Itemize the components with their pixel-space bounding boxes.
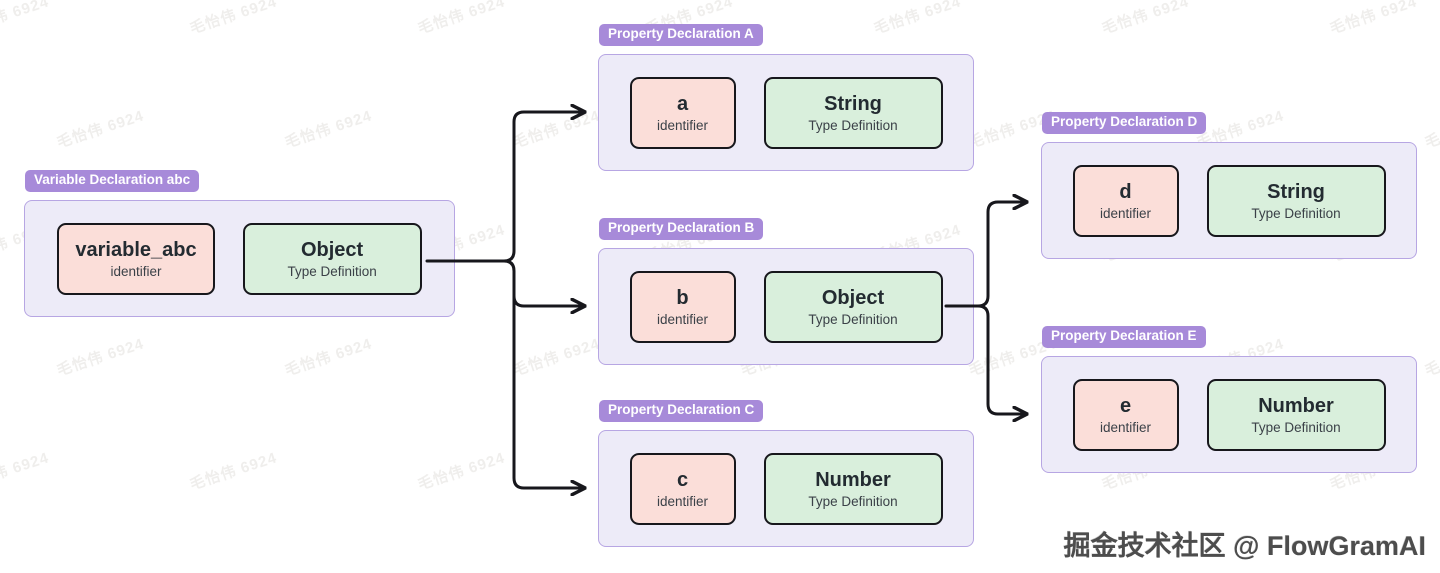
watermark-text: 毛怡伟 6924 [415,0,508,38]
node-property-declaration-a[interactable]: Property Declaration A a identifier Stri… [598,24,974,171]
node-property-declaration-e[interactable]: Property Declaration E e identifier Numb… [1041,326,1417,473]
identifier-name: a [676,92,689,115]
identifier-name: d [1119,180,1132,203]
watermark-text: 毛怡伟 6924 [0,0,52,38]
type-label: Type Definition [808,493,898,509]
watermark-text: 毛怡伟 6924 [0,449,52,494]
type-name: String [824,92,882,115]
node-container[interactable]: variable_abc identifier Object Type Defi… [24,200,455,317]
identifier-box[interactable]: a identifier [629,76,736,149]
node-container[interactable]: b identifier Object Type Definition [598,248,974,365]
credit-watermark: 掘金技术社区 @ FlowGramAI [1063,531,1426,561]
node-container[interactable]: d identifier String Type Definition [1041,142,1417,259]
type-box[interactable]: Object Type Definition [763,270,943,343]
node-badge: Property Declaration A [599,24,763,46]
node-badge: Property Declaration E [1042,326,1206,348]
watermark-text: 毛怡伟 6924 [1422,335,1440,380]
identifier-box[interactable]: e identifier [1072,378,1179,451]
identifier-name: c [676,468,689,491]
node-property-declaration-b[interactable]: Property Declaration B b identifier Obje… [598,218,974,365]
watermark-text: 毛怡伟 6924 [187,449,280,494]
watermark-text: 毛怡伟 6924 [1422,107,1440,152]
watermark-text: 毛怡伟 6924 [510,335,603,380]
node-variable-declaration-abc[interactable]: Variable Declaration abc variable_abc id… [24,170,455,317]
watermark-text: 毛怡伟 6924 [1327,0,1420,38]
identifier-box[interactable]: d identifier [1072,164,1179,237]
type-box[interactable]: Number Type Definition [1206,378,1386,451]
identifier-label: identifier [656,117,709,133]
identifier-box[interactable]: variable_abc identifier [57,222,215,295]
identifier-label: identifier [656,493,709,509]
edge-varabc-to-c [502,259,584,488]
identifier-label: identifier [1099,205,1152,221]
type-label: Type Definition [287,263,377,279]
watermark-text: 毛怡伟 6924 [415,449,508,494]
identifier-label: identifier [1099,419,1152,435]
watermark-text: 毛怡伟 6924 [871,0,964,38]
watermark-text: 毛怡伟 6924 [510,107,603,152]
watermark-text: 毛怡伟 6924 [1099,0,1192,38]
node-property-declaration-d[interactable]: Property Declaration D d identifier Stri… [1041,112,1417,259]
type-name: Object [300,238,364,261]
type-name: Number [1258,394,1334,417]
identifier-label: identifier [110,263,162,279]
edge-b-to-e [976,304,1026,414]
node-badge: Variable Declaration abc [25,170,200,192]
edge-varabc-to-b [512,294,584,306]
type-label: Type Definition [808,311,898,327]
identifier-name: e [1119,394,1132,417]
type-box[interactable]: String Type Definition [763,76,943,149]
node-container[interactable]: a identifier String Type Definition [598,54,974,171]
identifier-name: variable_abc [75,238,197,261]
watermark-text: 毛怡伟 6924 [54,107,147,152]
type-name: Object [821,286,885,309]
type-label: Type Definition [1251,419,1341,435]
type-box[interactable]: String Type Definition [1206,164,1386,237]
node-container[interactable]: c identifier Number Type Definition [598,430,974,547]
watermark-text: 毛怡伟 6924 [282,335,375,380]
type-box[interactable]: Number Type Definition [763,452,943,525]
watermark-text: 毛怡伟 6924 [187,0,280,38]
identifier-box[interactable]: c identifier [629,452,736,525]
node-badge: Property Declaration B [599,218,764,240]
node-badge: Property Declaration C [599,400,764,422]
type-label: Type Definition [1251,205,1341,221]
identifier-box[interactable]: b identifier [629,270,736,343]
node-badge: Property Declaration D [1042,112,1207,134]
identifier-name: b [676,286,689,309]
type-label: Type Definition [808,117,898,133]
type-name: Number [815,468,891,491]
node-property-declaration-c[interactable]: Property Declaration C c identifier Numb… [598,400,974,547]
watermark-text: 毛怡伟 6924 [282,107,375,152]
type-name: String [1267,180,1325,203]
node-container[interactable]: e identifier Number Type Definition [1041,356,1417,473]
type-box[interactable]: Object Type Definition [242,222,422,295]
watermark-text: 毛怡伟 6924 [54,335,147,380]
identifier-label: identifier [656,311,709,327]
